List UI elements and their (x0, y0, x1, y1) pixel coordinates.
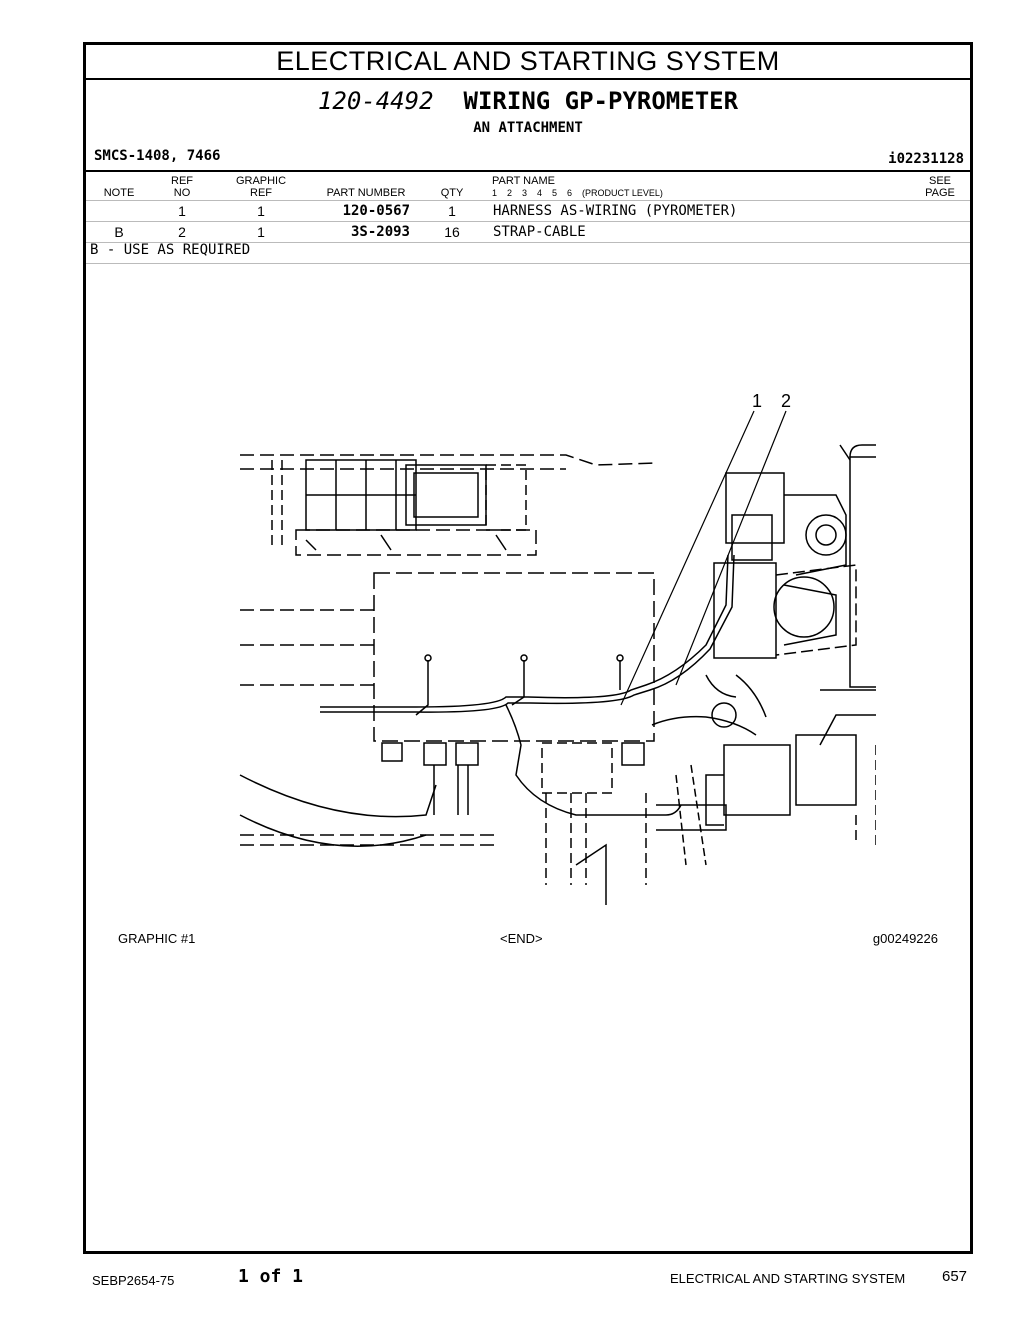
col-part-name: PART NAME 1 2 3 4 5 6 (PRODUCT LEVEL) (492, 175, 792, 199)
row-note: B (114, 224, 124, 240)
doc-number: SEBP2654-75 (92, 1273, 175, 1288)
col-ref-no-line2: NO (173, 187, 191, 199)
document-ident: i02231128 (888, 151, 964, 167)
table-row: 1 1 120-0567 1 HARNESS AS-WIRING (PYROME… (86, 201, 970, 222)
row-part-number: 3S-2093 (350, 224, 410, 240)
col-graphic-ref-line1: GRAPHIC (235, 175, 287, 187)
row-part-name: STRAP-CABLE (493, 224, 586, 240)
col-ref-no-line1: REF (171, 175, 193, 187)
row-ref-no: 1 (178, 203, 186, 219)
callout-1: 1 (752, 391, 762, 411)
table-row: B 2 1 3S-2093 16 STRAP-CABLE (86, 222, 970, 243)
footnote-text: B - USE AS REQUIRED (90, 242, 251, 258)
page-of: 1 of 1 (238, 1266, 304, 1287)
col-part-name-line1: PART NAME (492, 175, 555, 187)
group-number: 120-4492 (317, 87, 434, 115)
group-title: 120-4492 WIRING GP-PYROMETER (86, 87, 970, 115)
header-divider (86, 200, 970, 201)
page-number: 657 (942, 1268, 968, 1285)
row-qty: 16 (444, 224, 460, 240)
group-header: 120-4492 WIRING GP-PYROMETER AN ATTACHMEN… (86, 78, 970, 172)
callout-2: 2 (781, 391, 791, 411)
section-title: ELECTRICAL AND STARTING SYSTEM (86, 45, 970, 80)
engine-wiring-illustration: 1 2 (239, 391, 876, 905)
col-note: NOTE (103, 187, 135, 199)
col-ref-no: REF NO (159, 175, 205, 199)
row-ref-no: 2 (178, 224, 186, 240)
footer-section: ELECTRICAL AND STARTING SYSTEM (670, 1271, 906, 1286)
row-part-number: 120-0567 (342, 203, 410, 219)
col-graphic-ref: GRAPHIC REF (226, 175, 296, 199)
graphic-id: g00249226 (872, 931, 938, 946)
row-part-name: HARNESS AS-WIRING (PYROMETER) (493, 203, 738, 219)
col-qty: QTY (440, 187, 464, 199)
group-subtitle: AN ATTACHMENT (473, 120, 583, 136)
col-graphic-ref-line2: REF (250, 187, 272, 199)
graphic-caption: GRAPHIC #1 (118, 931, 196, 946)
row-graphic-ref: 1 (257, 224, 265, 240)
col-product-level: 1 2 3 4 5 6 (PRODUCT LEVEL) (492, 188, 663, 198)
col-see-page-line1: SEE (928, 175, 951, 187)
row-qty: 1 (448, 203, 456, 219)
smcs-code: SMCS-1408, 7466 (94, 148, 221, 164)
group-name: WIRING GP-PYROMETER (463, 87, 739, 115)
col-see-page-line2: PAGE (925, 187, 955, 199)
page-frame: ELECTRICAL AND STARTING SYSTEM 120-4492 W… (83, 42, 973, 1254)
col-see-page: SEE PAGE (912, 175, 968, 199)
end-marker: <END> (500, 931, 543, 946)
footnote-divider (86, 263, 970, 264)
col-part-number: PART NUMBER (326, 187, 406, 199)
row-graphic-ref: 1 (257, 203, 265, 219)
